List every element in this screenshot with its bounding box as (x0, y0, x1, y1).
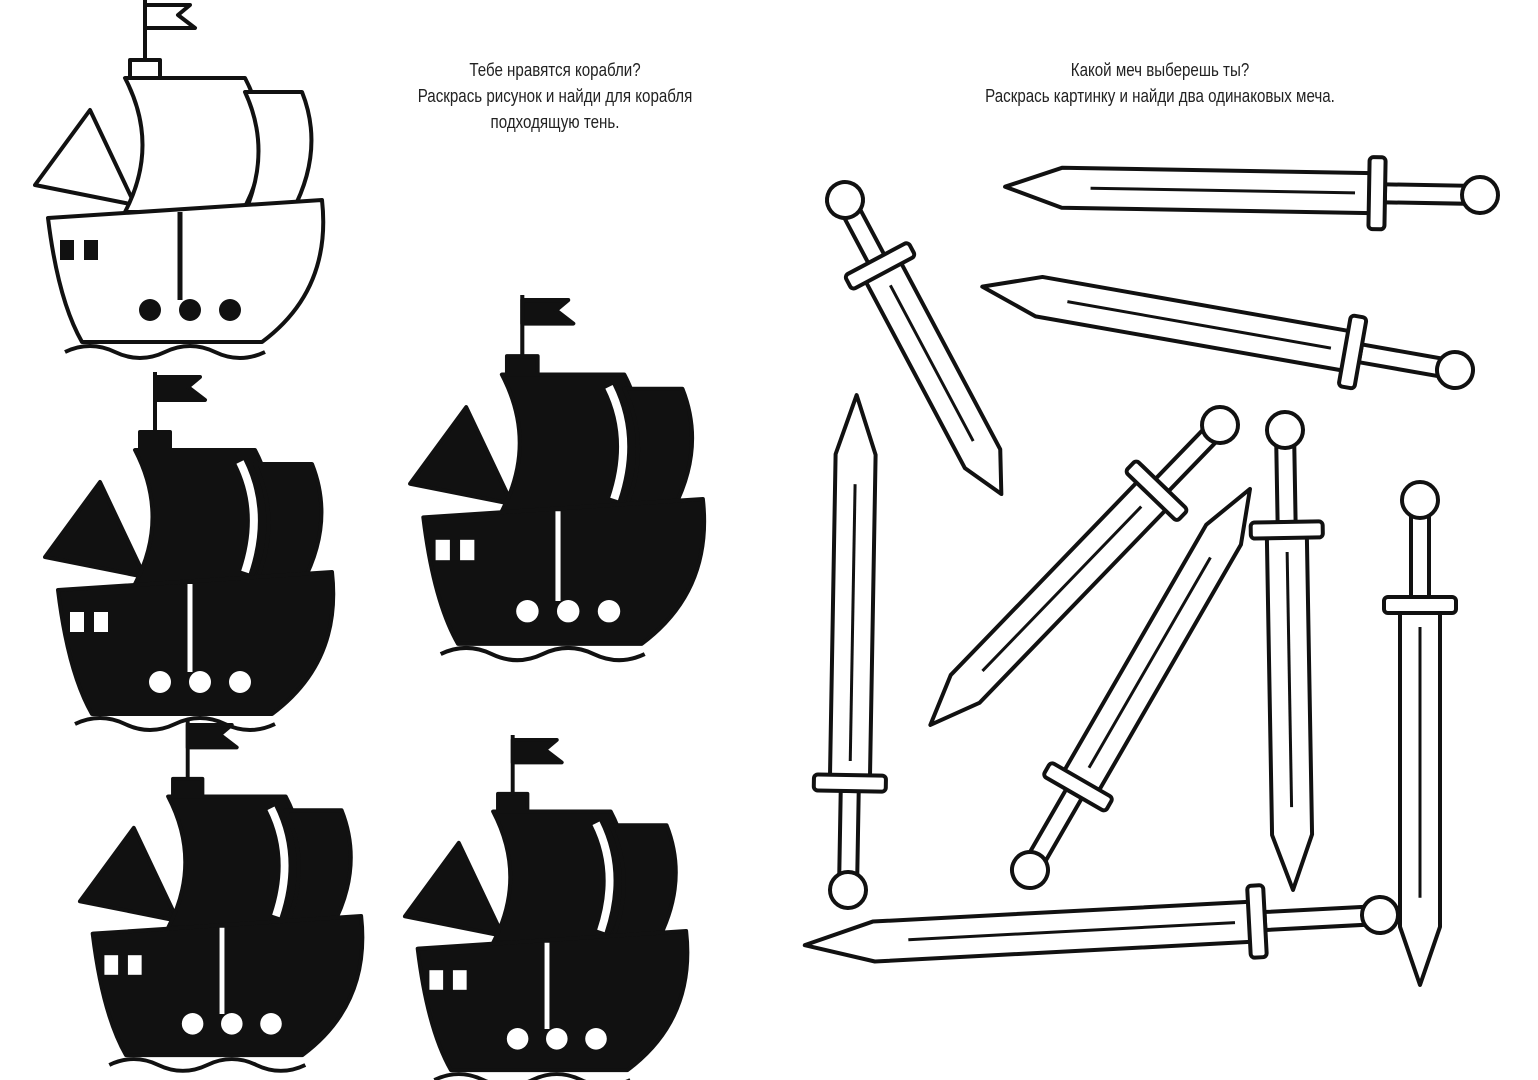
sword-grip (837, 788, 861, 877)
ship-silhouette-4 (402, 735, 690, 1080)
sword-4 (811, 393, 888, 910)
swords-task-line: Раскрась картинку и найди два одинаковых… (985, 86, 1335, 106)
sword-crossguard (1337, 313, 1369, 391)
sword-2 (1003, 155, 1500, 232)
sword-crossguard (1248, 519, 1325, 541)
sword-8 (1382, 480, 1458, 987)
sword-crossguard (1245, 883, 1269, 960)
sword-7 (1248, 410, 1325, 892)
sword-grip (1262, 904, 1367, 933)
sword-pommel (1010, 850, 1050, 890)
sword-grip (1356, 342, 1443, 379)
sword-crossguard (843, 241, 917, 291)
sword-pommel (1460, 175, 1500, 215)
sword-crossguard (1382, 595, 1458, 615)
ship-silhouette-3 (77, 720, 365, 1073)
swords-task-caption: Какой меч выберешь ты? Раскрась картинку… (950, 57, 1370, 109)
sword-grip (1028, 787, 1084, 863)
ships-task-line: Раскрась рисунок и найди для корабля (417, 86, 693, 106)
ship-silhouette-2 (408, 295, 707, 663)
sword-crossguard (1042, 761, 1114, 813)
sword-grip (1274, 443, 1298, 525)
ship-outline-drawing (33, 0, 326, 360)
sword-crossguard (811, 772, 888, 794)
sword-pommel (1360, 895, 1400, 935)
sword-6 (1010, 486, 1252, 890)
ships-task-line: подходящую тень. (490, 112, 620, 132)
sword-5 (928, 405, 1240, 727)
sword-3 (980, 274, 1475, 391)
sword-crossguard (1366, 155, 1388, 232)
ships-task-caption: Тебе нравятся корабли? Раскрась рисунок … (366, 57, 744, 135)
ship-silhouette-1 (43, 372, 336, 732)
sword-pommel (1265, 410, 1305, 450)
swords-task-line: Какой меч выберешь ты? (1070, 60, 1250, 80)
sword-9 (802, 883, 1400, 964)
sword-pommel (1435, 350, 1475, 390)
sword-grip (1382, 182, 1467, 206)
sword-pommel (828, 870, 868, 910)
sword-pommel (1200, 405, 1240, 445)
sword-pommel (825, 180, 865, 220)
sword-1 (825, 180, 1004, 497)
sword-crossguard (1124, 459, 1189, 522)
sword-pommel (1400, 480, 1440, 520)
sword-grip (1409, 514, 1431, 599)
ships-task-line: Тебе нравятся корабли? (469, 60, 641, 80)
